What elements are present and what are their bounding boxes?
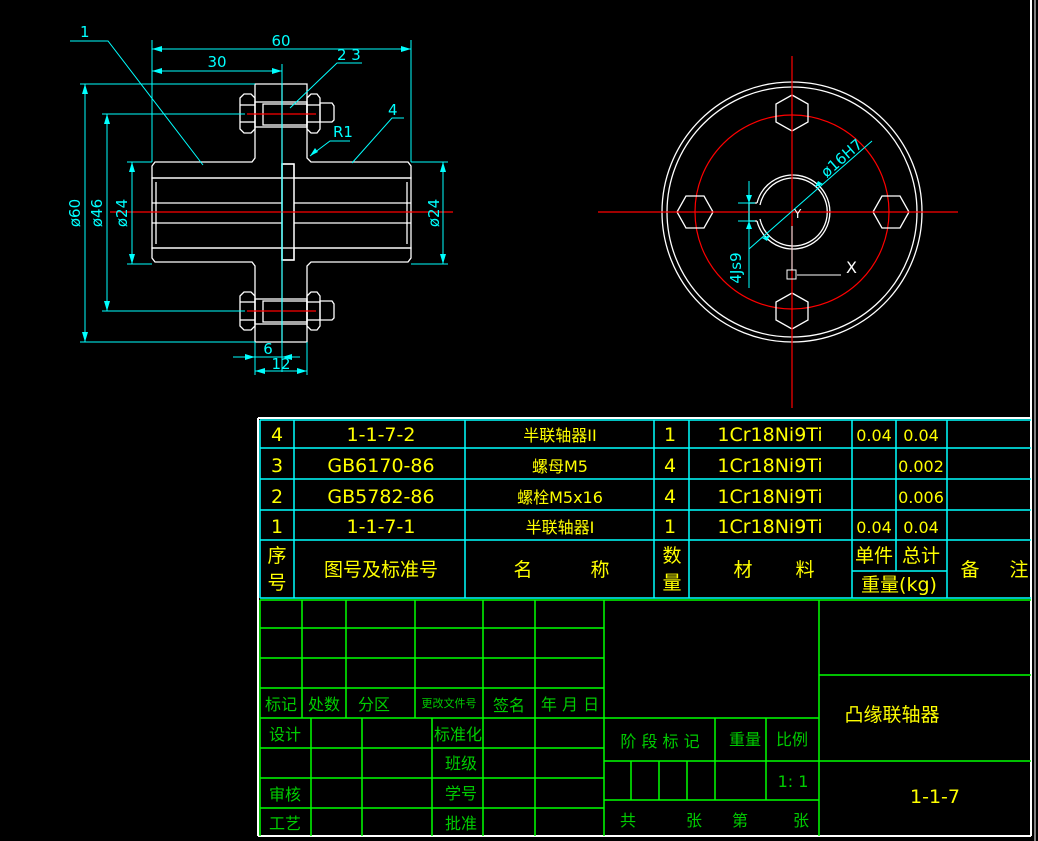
rev-header-date: 年 月 日 xyxy=(541,695,599,714)
parts-cell-no: 2 xyxy=(271,486,283,508)
label-review: 审核 xyxy=(269,785,301,804)
parts-cell-no: 3 xyxy=(271,455,283,477)
parts-cell-qty: 1 xyxy=(664,516,676,538)
parts-cell-total-wt: 0.04 xyxy=(903,426,939,445)
header-material: 材 xyxy=(733,559,752,581)
parts-cell-material: 1Cr18Ni9Ti xyxy=(717,424,822,446)
dim-overall-length: 60 xyxy=(271,32,290,50)
parts-cell-no: 4 xyxy=(271,424,283,446)
drawing-number: 1-1-7 xyxy=(910,786,960,808)
label-sheets-unit: 张 xyxy=(686,811,702,830)
dim-half-length: 30 xyxy=(207,53,226,71)
label-student-no: 学号 xyxy=(445,784,477,803)
parts-header: 序 号 图号及标准号 名 称 数 量 材 料 单件 总计 重量(kg) 备 注 xyxy=(267,545,1028,596)
parts-cell-no: 1 xyxy=(271,516,283,538)
rev-header-doc: 更改文件号 xyxy=(422,696,477,710)
drawing-frame xyxy=(257,0,1036,841)
ucs-icon: X Y xyxy=(786,207,857,280)
parts-cell-unit-wt: 0.04 xyxy=(856,518,892,537)
dim-flange-half: 6 xyxy=(263,340,273,358)
bolt-top xyxy=(239,93,335,134)
dim-outer-dia: ø60 xyxy=(66,199,84,227)
front-section-view: 60 30 ø60 ø46 ø24 ø24 6 12 1 2 3 R1 xyxy=(66,23,453,375)
label-design: 设计 xyxy=(269,725,301,744)
header-note-2: 注 xyxy=(1009,559,1028,581)
rev-header-mark: 标记 xyxy=(265,695,297,714)
parts-row: 2 GB5782-86 螺栓M5x16 4 1Cr18Ni9Ti 0.006 xyxy=(271,486,944,508)
parts-cell-material: 1Cr18Ni9Ti xyxy=(717,516,822,538)
title-block: 标记 处数 分区 更改文件号 签名 年 月 日 设计 标准化 班级 审核 学号 … xyxy=(259,599,1031,836)
side-view: 4Js9 ø16H7 X Y xyxy=(598,56,958,408)
parts-cell-unit-wt: 0.04 xyxy=(856,426,892,445)
parts-cell-total-wt: 0.002 xyxy=(898,457,944,476)
header-no-2: 号 xyxy=(267,572,286,594)
parts-cell-name: 螺栓M5x16 xyxy=(517,488,603,507)
parts-cell-total-wt: 0.006 xyxy=(898,488,944,507)
header-material-2: 料 xyxy=(795,559,814,581)
header-code: 图号及标准号 xyxy=(324,559,438,581)
label-weight: 重量 xyxy=(729,730,761,749)
parts-cell-name: 半联轴器I xyxy=(526,518,595,537)
parts-cell-total-wt: 0.04 xyxy=(903,518,939,537)
drawing-title: 凸缘联轴器 xyxy=(844,704,939,726)
parts-cell-code: GB6170-86 xyxy=(327,455,434,477)
parts-row: 3 GB6170-86 螺母M5 4 1Cr18Ni9Ti 0.002 xyxy=(271,455,944,477)
label-approve: 批准 xyxy=(445,814,477,833)
parts-cell-qty: 1 xyxy=(664,424,676,446)
rev-header-count: 处数 xyxy=(308,695,340,714)
label-stage-mark: 阶 段 标 记 xyxy=(620,732,699,751)
header-note: 备 xyxy=(960,559,979,581)
label-standardize: 标准化 xyxy=(434,725,482,744)
dim-radius: R1 xyxy=(333,123,353,141)
header-name-2: 称 xyxy=(590,559,609,581)
bolt-bottom xyxy=(239,291,335,331)
label-class: 班级 xyxy=(445,754,477,773)
dim-bore-left: ø24 xyxy=(113,199,131,227)
rev-header-zone: 分区 xyxy=(358,695,390,714)
header-weight: 重量(kg) xyxy=(861,574,937,596)
scale-value: 1: 1 xyxy=(778,772,809,791)
parts-cell-code: 1-1-7-1 xyxy=(347,516,416,538)
header-qty-2: 量 xyxy=(662,572,681,594)
header-name: 名 xyxy=(513,559,532,581)
header-total-weight: 总计 xyxy=(902,545,940,567)
dimensions: 60 30 ø60 ø46 ø24 ø24 6 12 1 2 3 R1 xyxy=(66,23,448,375)
balloon-part-4: 4 xyxy=(388,101,398,119)
dim-bore-right: ø24 xyxy=(425,199,443,227)
balloon-part-1: 1 xyxy=(80,23,90,41)
parts-row: 1 1-1-7-1 半联轴器I 1 1Cr18Ni9Ti 0.04 0.04 xyxy=(271,516,939,538)
parts-cell-code: 1-1-7-2 xyxy=(347,424,416,446)
dim-bolt-circle: ø46 xyxy=(88,199,106,227)
header-unit-weight: 单件 xyxy=(855,545,893,567)
label-sheet-unit: 张 xyxy=(793,811,809,830)
parts-row: 4 1-1-7-2 半联轴器II 1 1Cr18Ni9Ti 0.04 0.04 xyxy=(271,424,939,446)
ucs-x-label: X xyxy=(846,258,857,277)
parts-cell-material: 1Cr18Ni9Ti xyxy=(717,455,822,477)
parts-cell-code: GB5782-86 xyxy=(327,486,434,508)
label-process: 工艺 xyxy=(269,814,301,833)
parts-cell-material: 1Cr18Ni9Ti xyxy=(717,486,822,508)
parts-cell-name: 螺母M5 xyxy=(532,457,588,476)
balloon-part-2-3: 2 3 xyxy=(337,46,361,64)
label-sheet-no: 第 xyxy=(732,811,748,830)
parts-list: 4 1-1-7-2 半联轴器II 1 1Cr18Ni9Ti 0.04 0.04 3 GB6170… xyxy=(259,419,1031,599)
parts-cell-qty: 4 xyxy=(664,455,676,477)
header-qty: 数 xyxy=(662,545,681,567)
parts-cell-name: 半联轴器II xyxy=(523,426,596,445)
label-sheets-total: 共 xyxy=(620,811,636,830)
label-scale: 比例 xyxy=(776,730,808,749)
dim-flange-width: 12 xyxy=(271,355,290,373)
header-no: 序 xyxy=(267,545,286,567)
parts-cell-qty: 4 xyxy=(664,486,676,508)
dim-keyway: 4Js9 xyxy=(727,252,745,283)
rev-header-sign: 签名 xyxy=(493,696,525,715)
dim-bore-fit: ø16H7 xyxy=(817,135,866,181)
ucs-y-label: Y xyxy=(793,207,802,221)
